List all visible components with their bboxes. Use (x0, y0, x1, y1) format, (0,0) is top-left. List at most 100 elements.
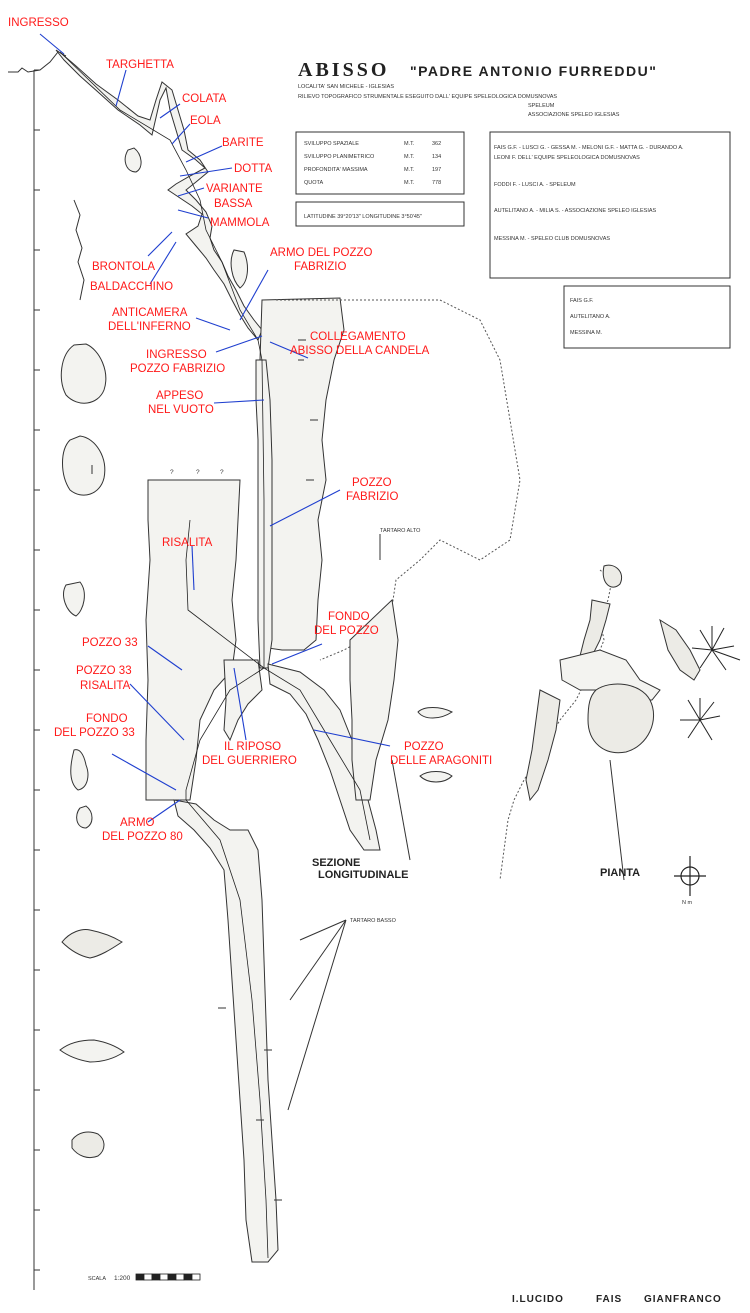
label-variante-2: BASSA (214, 198, 253, 210)
drawn-by-line-1: FAIS G.F. (570, 298, 594, 304)
subtitle-association: ASSOCIAZIONE SPELEO IGLESIAS (528, 112, 620, 118)
riposo-guerriero-chamber (223, 659, 263, 742)
scale-bar-segment (159, 1273, 169, 1281)
label-armo-fabrizio-1: ARMO DEL POZZO (270, 247, 372, 259)
place-labels: INGRESSO TARGHETTA COLATA EOLA BARITE DO… (8, 17, 492, 843)
passage-chamber-1 (124, 147, 142, 173)
unknown-marker-2: ? (196, 469, 200, 476)
plan-chamber-top (602, 564, 622, 588)
cross-section-8 (71, 1131, 105, 1159)
data-row-value: 134 (432, 154, 441, 160)
scale-bar (135, 1273, 201, 1281)
data-row-value: 197 (432, 167, 441, 173)
leader-ingresso-fabrizio (215, 335, 263, 353)
label-appeso-2: NEL VUOTO (148, 404, 214, 416)
leader-eola (171, 123, 191, 145)
label-riposo-1: IL RIPOSO (224, 741, 281, 753)
survey-line-risalita (185, 519, 265, 669)
credits-box: FAIS G.F. - LUSCI G. - GESSA M. - MELONI… (489, 131, 731, 279)
label-fondo33-2: DEL POZZO 33 (54, 727, 135, 739)
credits-line-2: LEONI F. DELL' EQUIPE SPELEOLOGICA DOMUS… (494, 155, 640, 161)
data-row-label: SVILUPPO PLANIMETRICO (304, 154, 375, 160)
tartaro-alto-note: TARTARO ALTO (380, 528, 421, 534)
depth-ruler-ticks (34, 69, 40, 1271)
credit-firstname: GIANFRANCO (644, 1294, 722, 1305)
scale-bar-segment (143, 1273, 153, 1281)
scale-label: SCALA (88, 1276, 106, 1282)
sezione-title: SEZIONE (312, 857, 360, 869)
scale-bar-segment (151, 1273, 161, 1281)
longitudinale-title: LONGITUDINALE (318, 869, 408, 881)
subtitle-survey: RILIEVO TOPOGRAFICO STRUMENTALE ESEGUITO… (298, 94, 557, 100)
scale-bar-segment (167, 1273, 177, 1281)
leader-aragoniti (313, 729, 391, 747)
drawn-by-box-frame (563, 285, 731, 349)
leader-mammola (177, 209, 209, 219)
data-row-label: SVILUPPO SPAZIALE (304, 141, 359, 147)
label-appeso-1: APPESO (156, 390, 203, 402)
scale-bar-segment (175, 1273, 185, 1281)
subtitle-speleum: SPELEUM (528, 103, 555, 109)
label-eola: EOLA (190, 115, 221, 127)
label-riposo-2: DEL GUERRIERO (202, 755, 297, 767)
leader-pozzo33-risalita (129, 683, 185, 741)
title-cave-name: "PADRE ANTONIO FURREDDU" (410, 63, 657, 79)
plan-passage-3 (525, 689, 561, 802)
drawn-by-box: FAIS G.F. AUTELITANO A. MESSINA M. (563, 285, 731, 349)
title-block: ABISSO "PADRE ANTONIO FURREDDU" LOCALITA… (298, 59, 657, 118)
label-pozzo33-risalita-2: RISALITA (80, 680, 131, 692)
label-mammola: MAMMOLA (210, 217, 270, 229)
credits-line-5: MESSINA M. - SPELEO CLUB DOMUSNOVAS (494, 236, 610, 242)
label-pozzo-fabrizio-2: FABRIZIO (346, 491, 398, 503)
aragoniti-chamber (349, 598, 399, 801)
scale-bar-segment (191, 1273, 201, 1281)
data-row-unit: M.T. (404, 167, 415, 173)
label-variante-1: VARIANTE (206, 183, 263, 195)
coordinates-text: LATITUDINE 39°20'13" LONGITUDINE 3°50'45… (304, 214, 422, 220)
data-box-frame (295, 131, 465, 195)
data-row-unit: M.T. (404, 154, 415, 160)
label-anticamera-2: DELL'INFERNO (108, 321, 191, 333)
leader-barite (185, 145, 223, 163)
leader-risalita (191, 545, 195, 591)
label-collegamento-2: ABISSO DELLA CANDELA (290, 345, 430, 357)
leader-fondo-pozzo (271, 643, 323, 665)
north-label: N m (682, 900, 693, 906)
side-blob-1 (417, 707, 453, 719)
subtitle-location: LOCALITA' SAN MICHELE - IGLESIAS (298, 84, 394, 90)
surface-profile (8, 51, 67, 73)
plan-view: N m (391, 564, 741, 906)
leader-anticamera (195, 317, 231, 331)
leader-armo80 (147, 799, 181, 823)
passage-chamber-2 (230, 249, 248, 289)
plan-shrub-2 (680, 698, 721, 741)
label-aragoniti-1: POZZO (404, 741, 444, 753)
label-baldacchino: BALDACCHINO (90, 281, 173, 293)
label-ingresso-fabrizio-1: INGRESSO (146, 349, 207, 361)
upper-passage (55, 49, 263, 341)
data-row-value: 778 (432, 180, 441, 186)
label-fondo-pozzo-2: DEL POZZO (314, 625, 379, 637)
tartaro-basso-pointers (287, 919, 347, 1111)
leader-pozzo-fabrizio (269, 489, 341, 527)
leader-collegamento (269, 341, 309, 359)
credit-lucido: I.LUCIDO (512, 1294, 564, 1305)
label-risalita: RISALITA (162, 537, 213, 549)
leader-colata (159, 103, 181, 119)
label-collegamento-1: COLLEGAMENTO (310, 331, 406, 343)
label-anticamera-1: ANTICAMERA (112, 307, 188, 319)
drawn-by-line-3: MESSINA M. (570, 330, 603, 336)
scale-bar-segment (183, 1273, 193, 1281)
scale-value: 1:200 (114, 1275, 131, 1282)
pianta-title: PIANTA (600, 867, 640, 879)
credits-box-frame (489, 131, 731, 279)
depth-ruler (8, 51, 67, 1290)
title-word: ABISSO (298, 59, 389, 81)
label-pozzo33: POZZO 33 (82, 637, 138, 649)
leader-lines (39, 33, 391, 823)
unknown-marker-1: ? (170, 469, 174, 476)
label-colata: COLATA (182, 93, 227, 105)
data-row-unit: M.T. (404, 180, 415, 186)
